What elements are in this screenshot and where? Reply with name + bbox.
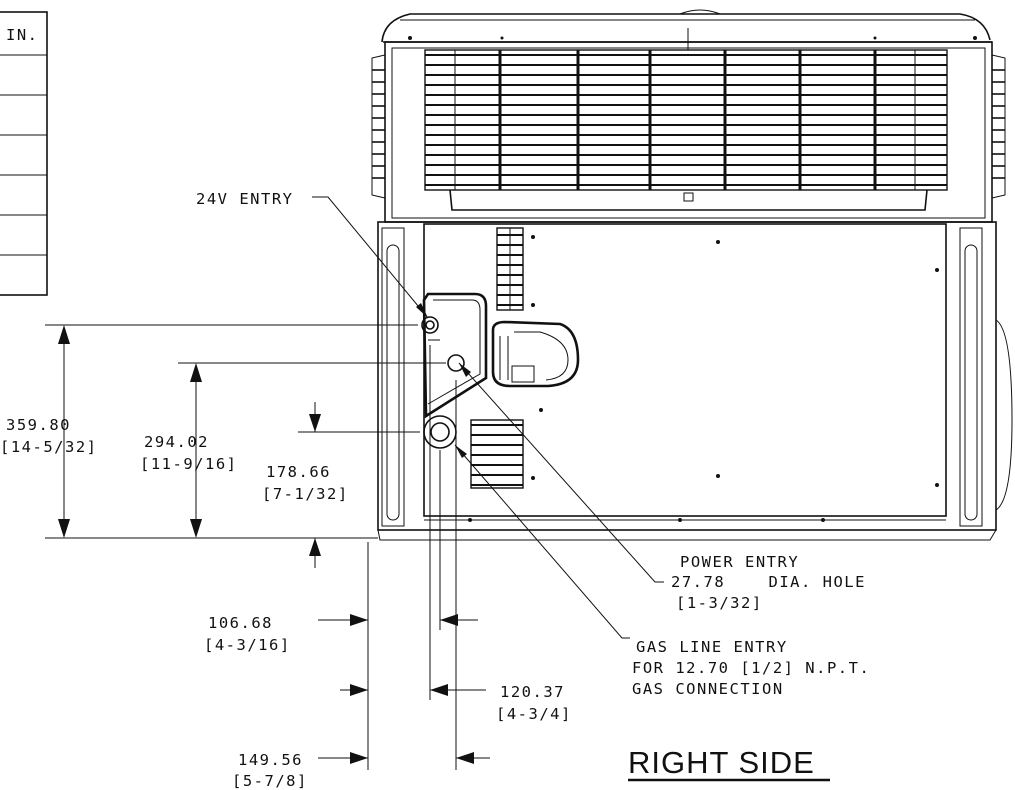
dim-178-in: [7-1/32]: [262, 485, 349, 503]
dim-359-mm: 359.80: [6, 416, 71, 434]
right-ribs: [991, 54, 1006, 199]
left-ribs: [371, 54, 386, 199]
24v-entry-label: 24V ENTRY: [196, 190, 294, 208]
elbow-fitting: [491, 320, 580, 388]
dimension-table: IN.: [0, 11, 48, 296]
top-grille: [424, 28, 948, 211]
dim-294-mm: 294.02: [144, 433, 209, 451]
dim-294-in: [11-9/16]: [140, 455, 238, 473]
dimension-lines: [45, 324, 490, 770]
power-entry-line3: [1-3/32]: [676, 594, 763, 612]
lower-vent: [470, 419, 524, 489]
dim-149-mm: 149.56: [238, 751, 303, 769]
dim-359-in: [14-5/32]: [0, 438, 98, 456]
dim-149-in: [5-7/8]: [232, 772, 308, 790]
24v-entry-hole: [421, 316, 439, 334]
view-title: RIGHT SIDE: [628, 745, 815, 780]
upper-vent: [496, 227, 524, 311]
gas-line-line3: GAS CONNECTION: [632, 680, 784, 698]
dim-106-mm: 106.68: [208, 614, 273, 632]
power-entry-line2: 27.78 DIA. HOLE: [671, 573, 866, 591]
unit-outline: [371, 9, 1013, 541]
dim-120-mm: 120.37: [500, 683, 565, 701]
dim-106-in: [4-3/16]: [204, 636, 291, 654]
dim-120-in: [4-3/4]: [496, 705, 572, 723]
dim-178-mm: 178.66: [266, 463, 331, 481]
table-header: IN.: [6, 26, 39, 44]
power-entry-line1: POWER ENTRY: [680, 553, 799, 571]
leader-lines: [312, 196, 664, 639]
gas-line-entry-hole: [423, 415, 457, 449]
gas-line-line1: GAS LINE ENTRY: [636, 638, 788, 656]
power-entry-hole: [447, 354, 465, 372]
gas-line-line2: FOR 12.70 [1/2] N.P.T.: [632, 659, 870, 677]
